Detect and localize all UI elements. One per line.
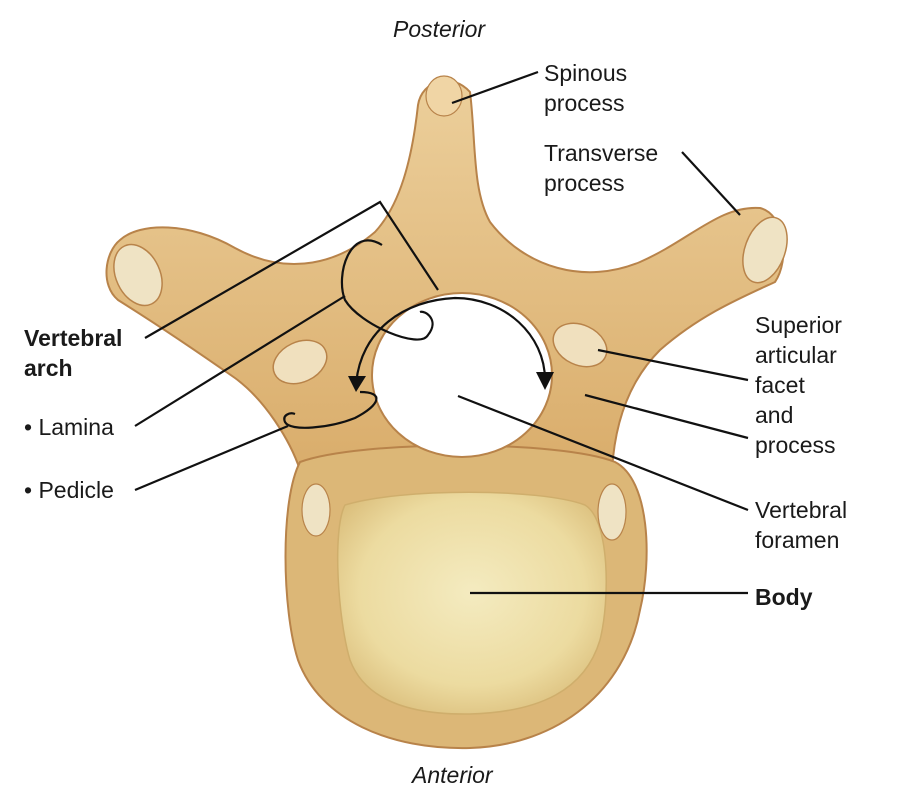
transverse-label-line1: Transverse (544, 140, 659, 166)
foramen-leader (457, 394, 749, 512)
right-costal-facet (597, 483, 627, 541)
transverse-label-line2: process (544, 170, 625, 196)
spinous-label-line1: Spinous (544, 60, 628, 86)
foramen-label-line2: foramen (755, 527, 840, 553)
spinous-leader (451, 70, 539, 105)
lamina-bracket (340, 239, 434, 341)
superior-label-line3: facet (755, 372, 805, 398)
superior-facet-leader-2 (584, 393, 749, 440)
vertebral-body-face (336, 491, 607, 715)
right-arrowhead (536, 372, 554, 390)
lamina-label: • Lamina (24, 414, 114, 440)
body-label: Body (755, 584, 813, 610)
spinous-tip (425, 75, 463, 117)
superior-label-line4: and (755, 402, 794, 428)
vertebral-arch-label-line2: arch (24, 355, 73, 381)
vertebral-arch-bracket (144, 200, 439, 339)
vertebral-arch-bone (105, 79, 785, 482)
anterior-label: Anterior (412, 762, 493, 788)
left-arrowhead (348, 376, 366, 392)
foramen-label-line1: Vertebral (755, 497, 848, 523)
left-superior-facet (272, 339, 328, 385)
spinous-label-line2: process (544, 90, 625, 116)
right-transverse-tip (742, 216, 788, 284)
superior-label-line2: articular (755, 342, 837, 368)
leader-lines (134, 70, 749, 595)
left-transverse-tip (113, 243, 163, 307)
superior-label-line5: process (755, 432, 836, 458)
vertebral-arch-label-line1: Vertebral (24, 325, 123, 351)
superior-facet-leader-1 (597, 348, 749, 382)
lamina-leader (134, 295, 346, 427)
left-costal-facet (301, 483, 331, 537)
pedicle-leader (134, 424, 289, 492)
pedicle-label: • Pedicle (24, 477, 114, 503)
right-superior-facet (552, 322, 608, 368)
foramen-arrow-arc (354, 296, 547, 386)
vertebral-foramen-opening (371, 292, 553, 458)
posterior-label: Posterior (393, 16, 486, 42)
pedicle-bracket (283, 390, 378, 429)
transverse-leader (681, 151, 741, 216)
superior-label-line1: Superior (755, 312, 842, 338)
